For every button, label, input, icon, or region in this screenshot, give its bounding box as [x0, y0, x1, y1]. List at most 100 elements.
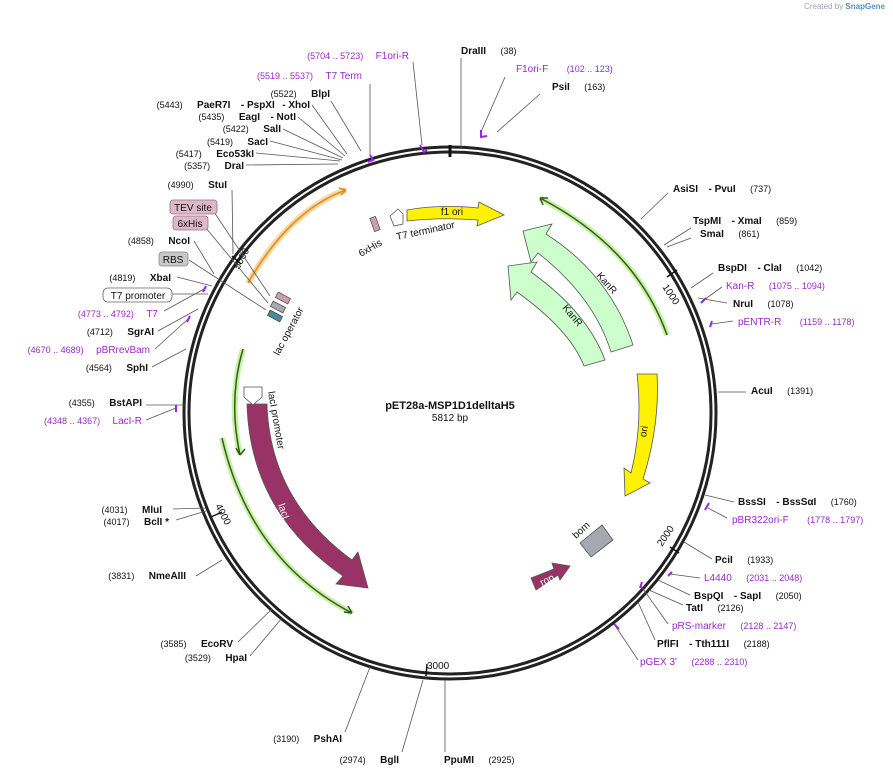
box-tev-site-bg: [169, 199, 218, 215]
site-draiii: DraIII (38): [461, 41, 516, 58]
site-bstapi-name: BstAPI: [109, 398, 142, 409]
site-asisi-name: AsiSI: [673, 184, 698, 195]
feature-f1-ori: f1 ori: [406, 201, 505, 227]
feature-t7-terminator-label: T7 terminator: [395, 220, 456, 243]
primer-l4440-range: (2031 .. 2048): [746, 573, 802, 583]
site-eco53ki: (5417) Eco53kI: [176, 144, 254, 161]
site-hpai-pos: (3529): [185, 653, 211, 663]
site-ncoi-pos: (4858): [128, 236, 154, 246]
feature-kanr-outer: KanR: [522, 223, 634, 353]
leader-psii: [496, 93, 541, 133]
feature-f1-ori-arrow: [406, 201, 505, 227]
feature-bom: bom: [571, 520, 614, 558]
site-nrui-name: NruI: [733, 299, 753, 310]
site-ecorv: (3585) EcoRV: [160, 634, 233, 651]
site-eco53ki-pos: (5417): [176, 149, 202, 159]
site-paer7i-pos: (5443): [157, 100, 183, 110]
feature-6xhis-label: 6xHis: [357, 238, 384, 260]
leader-pshai: [344, 666, 371, 733]
site-nmeaiii: (3831) NmeAIII: [108, 566, 186, 583]
site-bgli: (2974) BglI: [340, 750, 400, 767]
leader-saci: [269, 140, 343, 161]
site-bsssi-pos: (1760): [831, 497, 857, 507]
primer-f1ori-r: (5704 .. 5723) F1ori-R: [307, 46, 409, 63]
site-paer7i-name3: XhoI: [288, 100, 310, 111]
leader-bsssi: [704, 494, 735, 503]
site-blpi-name: BlpI: [311, 89, 330, 100]
mark-pgex3: [613, 623, 620, 630]
plasmid-size: 5812 bp: [432, 413, 469, 424]
leader-pflfi: [637, 601, 656, 641]
site-bspdi: BspDI - ClaI (1042): [718, 258, 822, 275]
site-draiii-name: DraIII: [461, 46, 486, 57]
leader-eco53ki: [255, 152, 341, 162]
site-tspmi-name2: XmaI: [738, 216, 762, 227]
site-sphi: (4564) SphI: [86, 358, 148, 375]
primer-pgex3-name: pGEX 3': [640, 657, 677, 668]
box-t7-promoter-bg: [102, 287, 173, 303]
leader-t7: [163, 288, 205, 312]
leader-bgli: [401, 679, 424, 753]
site-pcii: PciI (1933): [715, 550, 773, 567]
site-nmeaiii-pos: (3831): [108, 571, 134, 581]
tick-marks: [210, 255, 680, 677]
primer-kan-r-range: (1075 .. 1094): [769, 281, 825, 291]
site-bstapi: (4355) BstAPI: [69, 393, 142, 410]
site-saci-pos: (5419): [207, 137, 233, 147]
site-ecorv-pos: (3585): [160, 639, 186, 649]
site-bcli-name: BclI *: [144, 517, 169, 528]
site-psii: PsiI (163): [552, 77, 605, 94]
primer-pentr-r: pENTR-R (1159 .. 1178): [738, 312, 855, 329]
feature-lac-operator-label: lac operator: [272, 305, 307, 357]
site-mlui-pos: (4031): [102, 505, 128, 515]
site-hpai-name: HpaI: [225, 653, 247, 664]
leader-asisi: [640, 192, 669, 220]
site-blpi: (5522) BlpI: [271, 84, 331, 101]
mark-pbr322ori-f: [704, 502, 710, 511]
site-bspqi-pos: (2050): [776, 591, 802, 601]
leader-lines: [145, 58, 746, 753]
box-t7-promoter-label: T7 promoter: [111, 291, 166, 302]
site-nmeaiii-name: NmeAIII: [149, 571, 186, 582]
feature-kanr-inner: KanR: [507, 261, 606, 367]
site-drai: (5357) DraI: [184, 156, 244, 173]
leader-xbai: [176, 276, 213, 287]
site-paer7i-name: PaeR7I: [197, 100, 231, 111]
box-6xhis-bg: [172, 215, 209, 231]
primer-prs-marker-range: (2128 .. 2147): [740, 621, 796, 631]
site-pshai-name: PshAI: [314, 734, 343, 745]
site-pshai: (3190) PshAI: [273, 729, 342, 746]
site-stui-pos: (4990): [168, 180, 194, 190]
site-xbai-name: XbaI: [150, 273, 171, 284]
primer-f1ori-f: F1ori-F (102 .. 123): [516, 59, 613, 76]
leader-sphi: [151, 348, 187, 368]
mark-f1ori-r: [419, 144, 428, 154]
site-asisi-pos: (737): [750, 184, 771, 194]
mark-pbrrevbam: [186, 315, 191, 323]
site-tspmi-name: TspMI: [693, 216, 721, 227]
site-ncoi: (4858) NcoI: [128, 231, 190, 248]
box-6xhis: 6xHis: [172, 215, 209, 231]
leader-f1ori-r: [412, 61, 423, 146]
site-bcli: (4017) BclI *: [104, 512, 170, 529]
tick-label-5000: 5000: [232, 246, 252, 271]
feature-rop: rop: [530, 562, 571, 591]
site-drai-name: DraI: [225, 161, 245, 172]
site-sphi-pos: (4564): [86, 363, 112, 373]
credit-prefix: Created by: [804, 2, 844, 11]
feature-ori-label: ori: [638, 425, 651, 438]
primer-laci-r: (4348 .. 4367) LacI-R: [44, 411, 142, 428]
site-bstapi-pos: (4355): [69, 398, 95, 408]
site-drai-pos: (5357): [184, 161, 210, 171]
tick-1000: [666, 269, 678, 278]
site-smai: SmaI (861): [700, 224, 759, 241]
site-acui-pos: (1391): [787, 386, 813, 396]
primer-l4440: L4440 (2031 .. 2048): [704, 568, 802, 585]
tick-label-3000: 3000: [427, 661, 450, 672]
site-stui: (4990) StuI: [168, 175, 228, 192]
primer-laci-r-range: (4348 .. 4367): [44, 416, 100, 426]
box-rbs-label: RBS: [163, 255, 184, 266]
box-t7-promoter: T7 promoter: [102, 287, 173, 303]
site-pshai-pos: (3190): [273, 734, 299, 744]
